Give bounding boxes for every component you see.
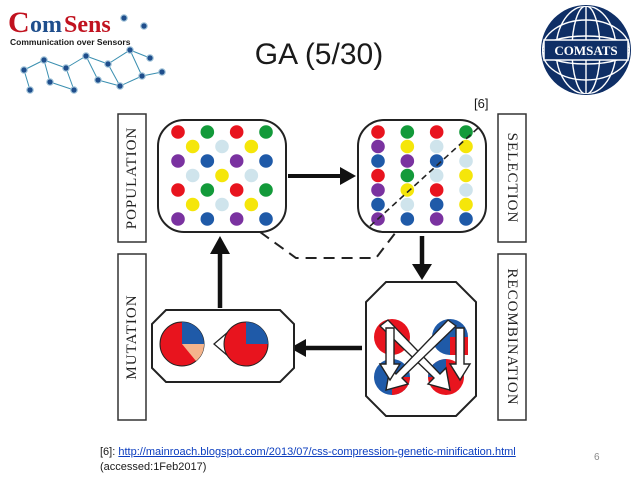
individual-dot bbox=[259, 125, 273, 139]
population-label-box bbox=[117, 113, 147, 243]
individual-dot bbox=[171, 154, 185, 168]
individual-dot bbox=[429, 183, 444, 197]
individual-dot bbox=[244, 139, 259, 154]
individual-dot bbox=[371, 139, 385, 154]
arrow-right bbox=[288, 167, 356, 185]
individual-dot bbox=[459, 154, 473, 168]
individual-dot bbox=[171, 212, 185, 226]
comsats-logo: COMSATS bbox=[541, 5, 631, 95]
individual-dot bbox=[459, 197, 473, 212]
individual-dot bbox=[371, 168, 385, 183]
individual-dot bbox=[229, 212, 244, 226]
individual-dot bbox=[400, 139, 415, 154]
recombination-label-box bbox=[497, 253, 527, 421]
individual-dot bbox=[400, 183, 415, 197]
reference-link[interactable]: http://mainroach.blogspot.com/2013/07/cs… bbox=[118, 446, 516, 458]
individual-dot bbox=[371, 125, 385, 139]
individual-dot bbox=[459, 183, 473, 197]
individual-dot bbox=[185, 168, 200, 183]
individual-dot bbox=[400, 212, 415, 226]
individual-dot bbox=[244, 168, 259, 183]
individual-dot bbox=[229, 125, 244, 139]
population-label: POPULATION bbox=[124, 127, 140, 230]
individual-dot bbox=[200, 183, 215, 197]
individual-dot bbox=[429, 154, 444, 168]
individual-dot bbox=[200, 212, 215, 226]
ga-cycle-diagram: POPULATION SELECTION bbox=[117, 113, 527, 421]
selection-label: SELECTION bbox=[504, 133, 520, 224]
individual-dot bbox=[429, 197, 444, 212]
individual-dot bbox=[371, 154, 385, 168]
individual-dot bbox=[229, 154, 244, 168]
logo-tagline: Communication over Sensors bbox=[10, 37, 131, 47]
recombination-label: RECOMBINATION bbox=[504, 268, 520, 405]
individual-dot bbox=[429, 139, 444, 154]
individual-dot bbox=[400, 168, 415, 183]
individual-dot bbox=[171, 183, 185, 197]
original-individual bbox=[223, 321, 269, 367]
individual-dot bbox=[371, 197, 385, 212]
dashed-link bbox=[259, 231, 397, 259]
citation-marker: [6] bbox=[474, 96, 489, 111]
individual-dot bbox=[215, 197, 229, 212]
individual-dot bbox=[459, 212, 473, 226]
mutated-individual bbox=[159, 321, 205, 367]
individual-dot bbox=[371, 183, 385, 197]
selection-cutoff-line bbox=[367, 127, 479, 229]
reference-marker: [6]: bbox=[100, 446, 119, 458]
arrow-down bbox=[412, 236, 432, 280]
individual-dot bbox=[215, 168, 229, 183]
selection-box bbox=[357, 119, 487, 233]
logo-letters-sens: Sens bbox=[64, 12, 111, 38]
individual-dot bbox=[459, 139, 473, 154]
logo-letter-c: C bbox=[8, 6, 30, 39]
selection-label-box bbox=[497, 113, 527, 243]
crossover-arrows bbox=[378, 319, 472, 391]
logo-letters-om: om bbox=[30, 12, 62, 38]
individual-dot bbox=[229, 183, 244, 197]
page-number: 6 bbox=[594, 452, 600, 463]
individual-dot bbox=[400, 125, 415, 139]
individual-dot bbox=[259, 183, 273, 197]
reference-note: [6]: http://mainroach.blogspot.com/2013/… bbox=[100, 445, 516, 475]
individual-dot bbox=[429, 212, 444, 226]
population-dots bbox=[171, 125, 273, 226]
individual-dot bbox=[185, 139, 200, 154]
individual-dot bbox=[215, 139, 229, 154]
individual-dot bbox=[429, 168, 444, 183]
mutation-label: MUTATION bbox=[124, 294, 140, 379]
individual-dot bbox=[200, 125, 215, 139]
individual-dot bbox=[459, 125, 473, 139]
comsens-logo: C om Sens Communication over Sensors bbox=[8, 6, 166, 94]
arrow-left bbox=[290, 339, 362, 357]
individual-dot bbox=[259, 154, 273, 168]
individual-dot bbox=[400, 197, 415, 212]
individual-dot bbox=[200, 154, 215, 168]
individual-dot bbox=[429, 125, 444, 139]
individual-dot bbox=[459, 168, 473, 183]
arrow-up bbox=[210, 236, 230, 308]
individual-dot bbox=[400, 154, 415, 168]
reference-accessed: (accessed:1Feb2017) bbox=[100, 461, 207, 473]
individual-dot bbox=[185, 197, 200, 212]
mutation-label-box bbox=[117, 253, 147, 421]
comsats-wordmark: COMSATS bbox=[554, 43, 617, 58]
slide-title: GA (5/30) bbox=[254, 38, 384, 71]
individual-dot bbox=[259, 212, 273, 226]
individual-dot bbox=[244, 197, 259, 212]
individual-dot bbox=[171, 125, 185, 139]
